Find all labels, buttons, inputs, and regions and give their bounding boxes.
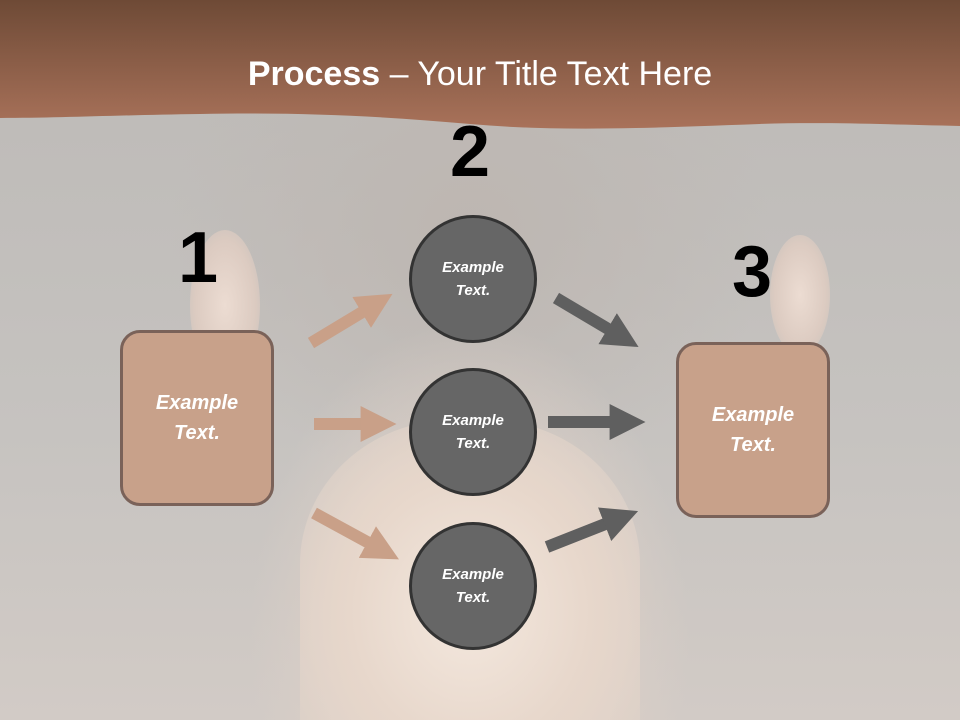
step-number-3: 3 bbox=[732, 232, 773, 312]
circle-top-text: Example Text. bbox=[442, 259, 504, 299]
arrow-1-to-top bbox=[307, 293, 393, 349]
arrow-top-to-3 bbox=[552, 292, 639, 348]
step-2-circle-bottom: Example Text. bbox=[409, 522, 537, 650]
circle-middle-text: Example Text. bbox=[442, 412, 504, 452]
title-banner bbox=[0, 0, 960, 129]
step-1-box: Example Text. bbox=[120, 330, 274, 506]
arrow-bottom-to-3 bbox=[544, 507, 639, 553]
title-bold: Process bbox=[247, 55, 381, 93]
right-ear-shape bbox=[770, 235, 830, 355]
circle-bottom-text: Example Text. bbox=[442, 566, 504, 606]
step-3-text: Example Text. bbox=[711, 404, 795, 456]
arrow-1-to-bottom bbox=[311, 507, 399, 560]
title-rest: – Your Title Text Here bbox=[380, 55, 713, 93]
step-2-circle-top: Example Text. bbox=[409, 215, 537, 343]
step-number-1: 1 bbox=[178, 218, 219, 298]
step-1-text: Example Text. bbox=[155, 392, 239, 444]
step-2-circle-middle: Example Text. bbox=[409, 368, 537, 496]
slide-title: Process – Your Title Text Here bbox=[0, 52, 960, 96]
step-3-box: Example Text. bbox=[676, 342, 830, 518]
step-number-2: 2 bbox=[450, 112, 491, 192]
